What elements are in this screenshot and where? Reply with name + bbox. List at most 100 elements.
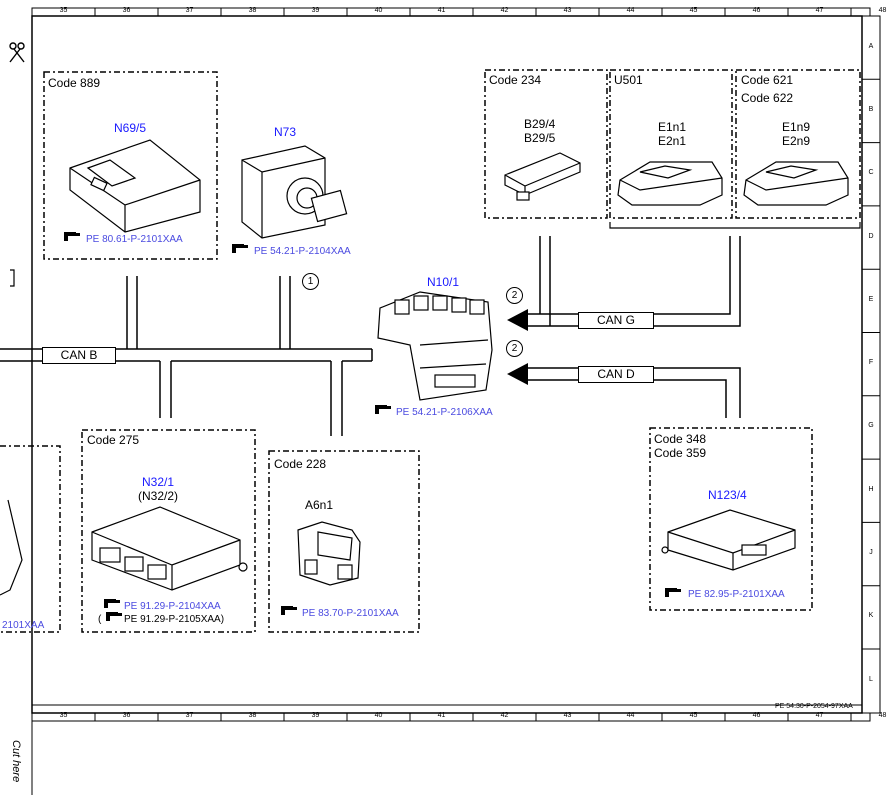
can-g-bus-line bbox=[527, 236, 741, 327]
code-359-label: Code 359 bbox=[654, 446, 707, 460]
column-label: 40 bbox=[374, 712, 383, 719]
column-label: 48 bbox=[878, 7, 887, 14]
code-275-label: Code 275 bbox=[87, 433, 140, 447]
n123-module-sketch bbox=[661, 509, 796, 571]
can-b-branch-n69 bbox=[126, 276, 138, 349]
u501-lamp-unit-sketch bbox=[617, 161, 723, 206]
n73-ignition-switch-sketch bbox=[241, 145, 348, 239]
ref-hand-icon bbox=[281, 606, 297, 615]
row-label: F bbox=[868, 359, 874, 367]
row-label: C bbox=[868, 169, 874, 177]
can-b-branch-n32 bbox=[159, 361, 172, 418]
box-code-228 bbox=[268, 450, 420, 633]
can-g-label: CAN G bbox=[578, 312, 654, 329]
e2n1-label: E2n1 bbox=[658, 134, 687, 148]
a6n1-label: A6n1 bbox=[305, 498, 334, 512]
e1n1-label: E1n1 bbox=[658, 120, 687, 134]
ref-hand-icon bbox=[106, 612, 122, 621]
bracket-right-group bbox=[609, 222, 861, 229]
box-u501 bbox=[609, 69, 733, 219]
column-label: 41 bbox=[437, 7, 446, 14]
column-label: 37 bbox=[185, 7, 194, 14]
column-label: 47 bbox=[815, 712, 824, 719]
code-622-label: Code 622 bbox=[741, 91, 794, 105]
ref-hand-icon bbox=[64, 232, 80, 241]
column-label: 44 bbox=[626, 7, 635, 14]
column-label: 48 bbox=[878, 712, 887, 719]
box-code-234 bbox=[484, 69, 608, 219]
box-code-621 bbox=[735, 69, 861, 219]
can-b-branch-n73 bbox=[279, 276, 291, 349]
left-partial-device-sketch bbox=[0, 499, 23, 596]
code-621-label: Code 621 bbox=[741, 73, 794, 87]
ref-hand-icon bbox=[375, 405, 391, 414]
n123-4-ref: PE 82.95-P-2101XAA bbox=[688, 589, 785, 600]
code-889-label: Code 889 bbox=[48, 76, 101, 90]
column-label: 44 bbox=[626, 712, 635, 719]
n10-1-ref: PE 54.21-P-2106XAA bbox=[396, 407, 493, 418]
can-d-arrowhead bbox=[507, 363, 528, 385]
column-label: 42 bbox=[500, 712, 509, 719]
column-label: 36 bbox=[122, 712, 131, 719]
code-234-label: Code 234 bbox=[489, 73, 542, 87]
n10-sam-module-sketch bbox=[377, 291, 493, 401]
e1n9-lamp-unit-sketch bbox=[743, 161, 849, 206]
n123-4-title: N123/4 bbox=[708, 488, 747, 502]
row-label: L bbox=[869, 675, 873, 683]
row-label: A bbox=[868, 42, 874, 50]
row-label: H bbox=[868, 485, 874, 493]
column-label: 35 bbox=[59, 712, 68, 719]
row-label: G bbox=[868, 422, 874, 430]
row-label: B bbox=[868, 105, 874, 113]
drawing-border bbox=[31, 15, 863, 714]
ref-hand-icon bbox=[232, 244, 248, 253]
column-label: 45 bbox=[689, 7, 698, 14]
e2n9-label: E2n9 bbox=[782, 134, 811, 148]
marker-1: 1 bbox=[302, 273, 319, 290]
column-ticks bbox=[94, 8, 852, 721]
n73-ref: PE 54.21-P-2104XAA bbox=[254, 246, 351, 257]
n69-5-ref: PE 80.61-P-2101XAA bbox=[86, 234, 183, 245]
box-code-275 bbox=[81, 429, 256, 633]
n69-module-sketch bbox=[69, 139, 201, 233]
b29-4-label: B29/4 bbox=[524, 117, 556, 131]
row-label: K bbox=[868, 612, 874, 620]
column-label: 42 bbox=[500, 7, 509, 14]
b29-5-label: B29/5 bbox=[524, 131, 556, 145]
n32-ref2: PE 91.29-P-2105XAA) bbox=[124, 614, 225, 625]
a6-heater-unit-sketch bbox=[297, 521, 361, 586]
n32-2-label: (N32/2) bbox=[138, 489, 179, 503]
box-code-889 bbox=[43, 71, 218, 260]
document-reference: PE 54.30-P-2054-97XAA bbox=[775, 703, 853, 710]
column-label: 43 bbox=[563, 712, 572, 719]
can-d-label: CAN D bbox=[578, 366, 654, 383]
b29-sensor-sketch bbox=[504, 152, 581, 201]
n32-ref2-open: ( bbox=[98, 614, 102, 625]
can-b-branch-a6 bbox=[330, 361, 343, 436]
left-partial-ref: 2101XAA bbox=[2, 620, 45, 631]
row-label: J bbox=[869, 549, 873, 557]
ref-hand-icon bbox=[104, 599, 120, 608]
e1n9-label: E1n9 bbox=[782, 120, 811, 134]
column-label: 41 bbox=[437, 712, 446, 719]
n32-ref: PE 91.29-P-2104XAA bbox=[124, 601, 221, 612]
u501-label: U501 bbox=[614, 73, 643, 87]
n10-1-title: N10/1 bbox=[427, 275, 460, 289]
column-label: 40 bbox=[374, 7, 383, 14]
cut-here-label: Cut here bbox=[10, 740, 22, 783]
a6n1-ref: PE 83.70-P-2101XAA bbox=[302, 608, 399, 619]
row-ticks bbox=[862, 78, 880, 650]
column-label: 45 bbox=[689, 712, 698, 719]
marker-2-can-d: 2 bbox=[506, 340, 523, 357]
scissors-icon bbox=[9, 42, 25, 63]
column-label: 46 bbox=[752, 7, 761, 14]
column-label: 38 bbox=[248, 7, 257, 14]
column-label: 43 bbox=[563, 7, 572, 14]
n32-1-title: N32/1 bbox=[142, 475, 175, 489]
row-label: D bbox=[868, 232, 874, 240]
ref-hand-icon bbox=[665, 588, 681, 597]
can-b-label: CAN B bbox=[42, 347, 116, 364]
n69-5-title: N69/5 bbox=[114, 121, 147, 135]
column-label: 47 bbox=[815, 7, 824, 14]
